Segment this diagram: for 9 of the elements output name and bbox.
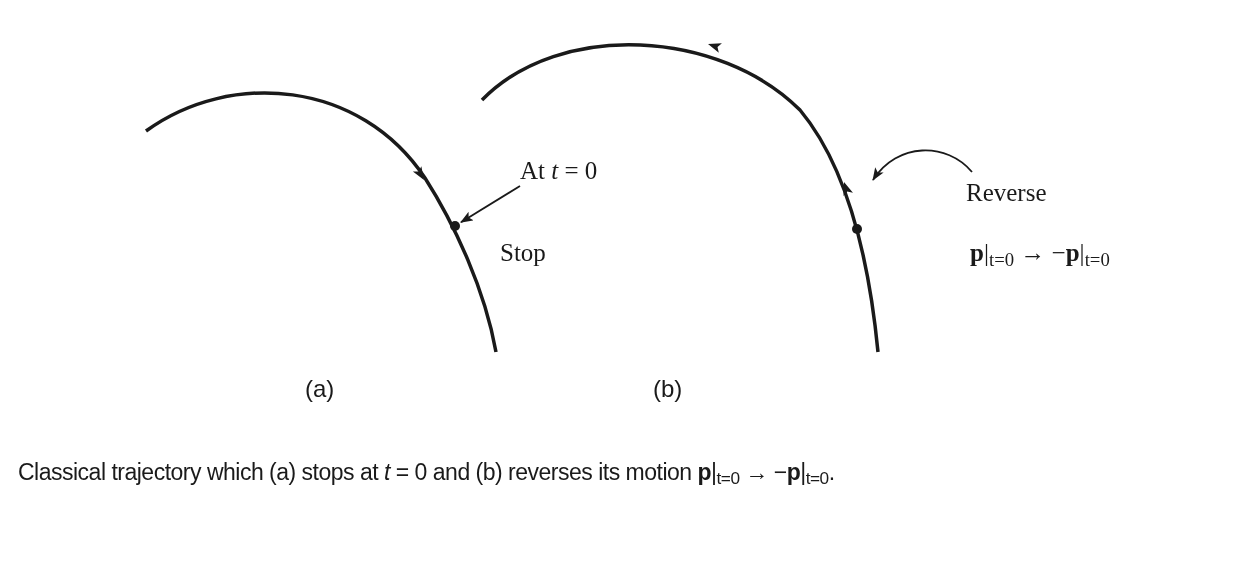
panel-label: (b) bbox=[653, 374, 683, 404]
formula-label: p|$_{t=0}$ → −p|$_{t=0}$ bbox=[970, 238, 1110, 270]
leader-arrow bbox=[460, 185, 521, 224]
annotation-text: Reverse bbox=[966, 176, 1047, 210]
caption: Classical trajectory which (a) stops at t= 0 and (b) reverses its motion p|$_{t=0}$ → −p|$_{t=0}$. bbox=[18, 458, 835, 490]
panel-label: (a) bbox=[305, 374, 335, 404]
leader-arrow bbox=[872, 149, 973, 181]
annotation-text: At t = 0 bbox=[520, 154, 598, 188]
stop-label: Stop bbox=[500, 238, 546, 268]
